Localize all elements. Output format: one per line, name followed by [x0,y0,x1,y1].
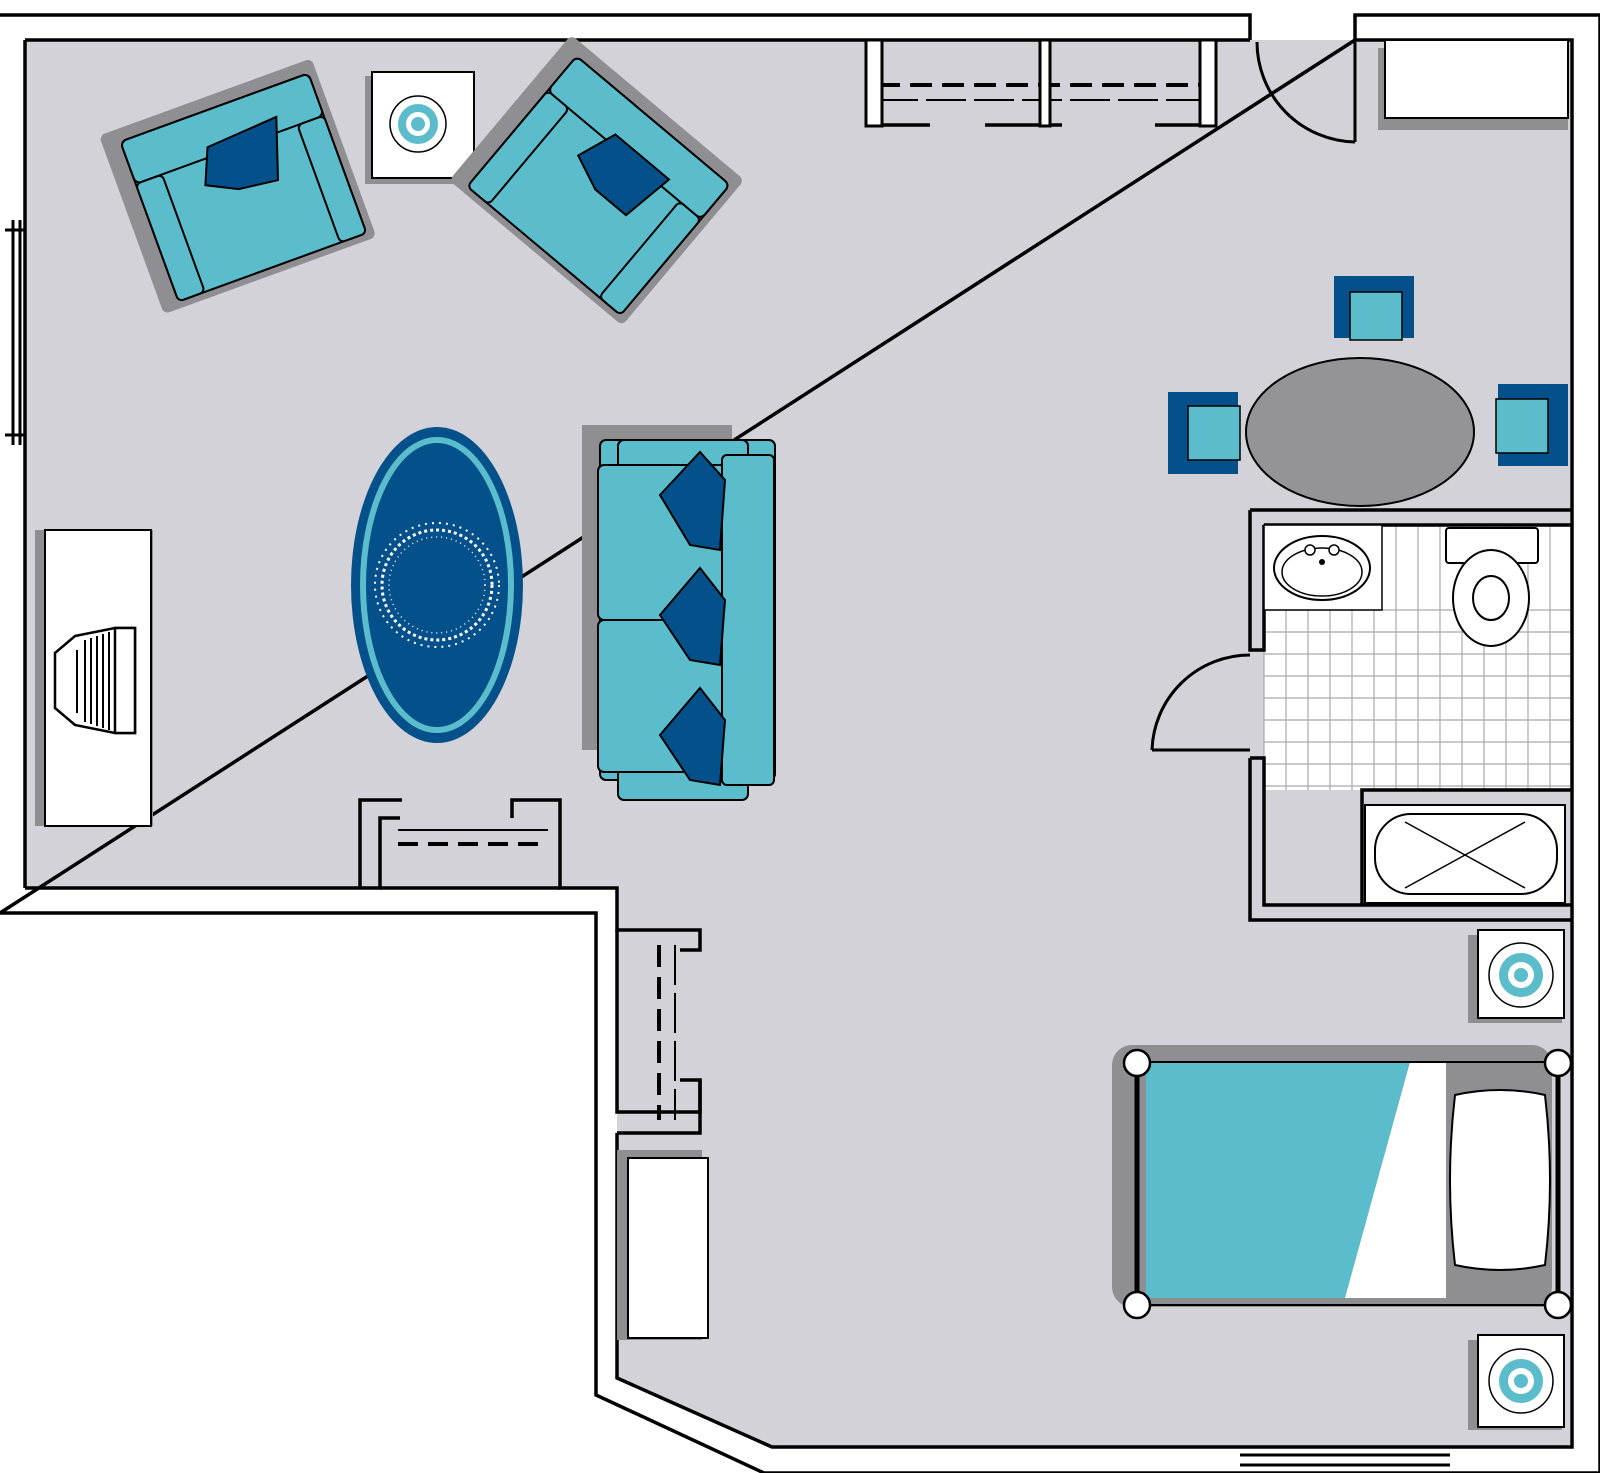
armchair-left[interactable] [99,58,376,314]
kitchen-counter [1384,39,1569,119]
bed-post-tl [1122,1048,1152,1078]
toilet-icon[interactable] [1445,527,1539,647]
wall-details [5,220,1450,1467]
armchair-right-pillow [576,133,671,217]
sofa-pillow-1 [658,450,727,552]
tv-icon [53,626,137,735]
top-closet-post-left [864,38,884,128]
bed-post-bl [1122,1290,1152,1320]
bed[interactable] [1112,1045,1573,1320]
lamp-icon [1488,942,1554,1008]
sofa-pillow-2 [658,566,727,667]
top-closet-post-mid [1038,38,1052,128]
dresser [627,1157,709,1339]
dining-set[interactable] [1168,276,1568,507]
armchair-left-arm-r [297,116,367,243]
sofa[interactable] [582,425,776,801]
dining-chair-left[interactable] [1168,392,1241,474]
armchair-left-pillow [204,115,280,191]
lamp-icon [389,95,447,153]
bathroom-fixtures [1263,524,1566,904]
entrance-door[interactable] [1255,41,1357,144]
walls [0,13,1600,1473]
dining-chair-right[interactable] [1495,384,1568,466]
lamp-icon [1488,1348,1554,1414]
armchair-right[interactable] [449,35,744,326]
dining-chair-left-seat [1187,405,1241,461]
outer-wall [0,13,1600,1473]
dining-chair-top-seat [1349,291,1403,341]
oval-rug [351,427,523,743]
armchair-right-arm-r [600,202,700,315]
entrance-door-swing [1255,41,1356,144]
dining-chair-right-seat [1495,398,1549,454]
bed-sheet-fold [1345,1062,1446,1298]
bathroom-door-swing [1150,653,1251,751]
sink-icon[interactable] [1273,535,1371,601]
bed-blanket [1146,1062,1410,1298]
bed-post-br [1543,1290,1573,1320]
bed-pillow [1449,1089,1551,1271]
bathtub-icon[interactable] [1364,804,1566,904]
bathroom-wall [1248,508,1572,922]
dining-chair-top[interactable] [1334,276,1414,341]
dining-table[interactable] [1245,357,1475,507]
sofa-pillow-3 [658,686,727,787]
sofa-back [721,454,775,786]
bathtub-drain-line-2 [1404,821,1526,889]
top-closet-post-right [1198,38,1218,128]
top-closet-frame [864,38,1218,128]
bed-post-tr [1543,1048,1573,1078]
armchair-left-arm-l [136,174,205,302]
toilet-seat [1472,575,1510,621]
bathroom-door[interactable] [1150,653,1251,752]
armchair-right-arm-l [468,91,569,204]
